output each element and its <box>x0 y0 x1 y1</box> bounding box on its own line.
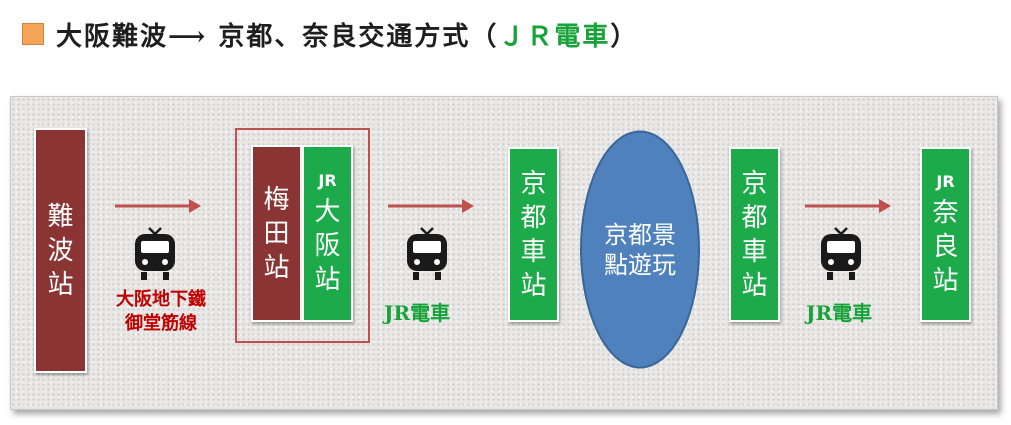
station-namba-label: 難波站 <box>47 201 74 300</box>
umeda-osaka-group <box>235 128 370 343</box>
bullet-square-icon <box>22 23 44 45</box>
station-kyoto-2: 京都車站 <box>729 147 780 322</box>
station-osaka: JR 大阪站 <box>302 145 353 322</box>
station-nara: JR 奈良站 <box>920 147 971 322</box>
page-title: 大阪難波⟶ 京都、奈良交通方式（ＪＲ電車） <box>22 14 638 54</box>
title-close: ） <box>610 21 639 52</box>
station-namba: 難波站 <box>34 128 87 373</box>
kyoto-sightseeing-label: 京都景點遊玩 <box>604 220 676 279</box>
station-umeda-label: 梅田站 <box>263 184 290 283</box>
station-nara-jr: JR <box>936 171 955 191</box>
caption-jr-train-1: JR電車 <box>384 301 451 325</box>
train-icon <box>407 227 447 280</box>
title-arrow: ⟶ <box>168 21 208 52</box>
kyoto-sightseeing: 京都景點遊玩 <box>578 128 702 371</box>
ellipse-shape <box>580 130 700 369</box>
arrow-right-icon <box>115 199 201 213</box>
arrow-right-icon <box>805 199 891 213</box>
station-kyoto-1: 京都車站 <box>508 147 559 322</box>
train-icon <box>821 227 861 280</box>
station-kyoto-2-label: 京都車站 <box>741 168 768 301</box>
station-osaka-label: 大阪站 <box>314 196 341 295</box>
train-icon <box>135 227 175 280</box>
title-text: 大阪難波⟶ 京都、奈良交通方式（ＪＲ電車） <box>56 16 638 53</box>
station-nara-label: 奈良站 <box>932 197 959 296</box>
arrow-right-icon <box>388 199 474 213</box>
station-osaka-jr: JR <box>318 170 337 190</box>
station-umeda: 梅田站 <box>251 145 302 322</box>
caption-subway-line: 大阪地下鐵 御堂筋線 <box>116 289 206 334</box>
title-mid: 京都、奈良交通方式（ <box>207 21 499 52</box>
caption-jr-train-2: JR電車 <box>806 301 873 325</box>
title-main: 大阪難波 <box>56 21 169 52</box>
title-jr: ＪＲ電車 <box>498 21 611 52</box>
station-kyoto-1-label: 京都車站 <box>520 168 547 301</box>
